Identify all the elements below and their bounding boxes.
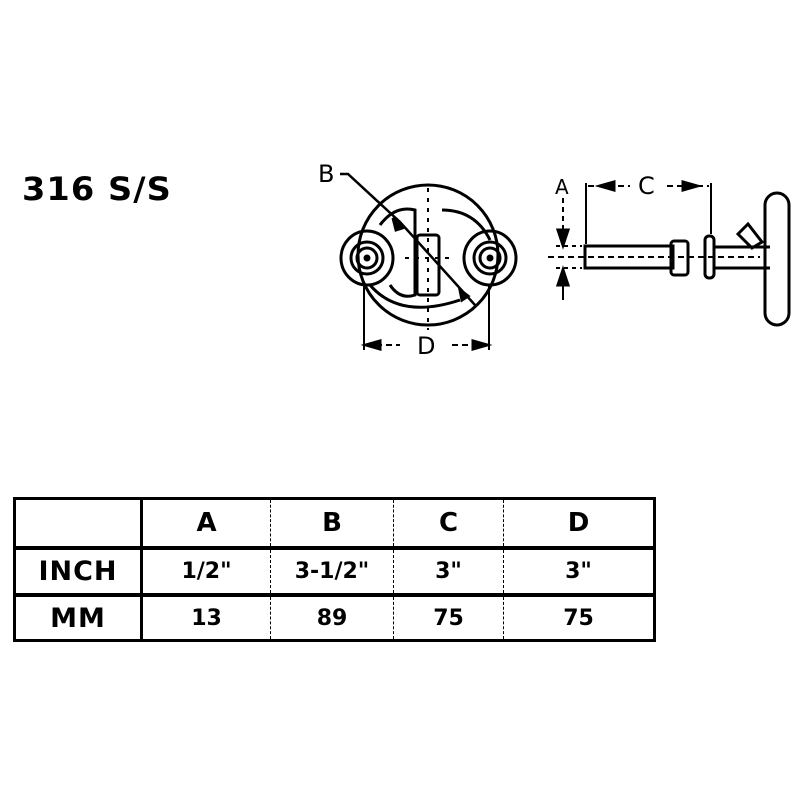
- dimensions-table: A B C D INCH 1/2" 3-1/2" 3" 3" MM 13 89 …: [13, 497, 656, 642]
- cell-mm-b: 89: [271, 597, 394, 639]
- header-cell-a: A: [143, 500, 271, 546]
- cell-mm-a: 13: [143, 597, 271, 639]
- material-title: 316 S/S: [22, 170, 172, 208]
- header-cell-c: C: [394, 500, 504, 546]
- dimension-label-a: A: [555, 175, 569, 199]
- side-view: [548, 180, 791, 327]
- cell-inch-a: 1/2": [143, 550, 271, 593]
- table-header-row: A B C D: [16, 500, 653, 550]
- cell-inch-d: 3": [565, 559, 592, 584]
- dimension-label-b: B: [318, 160, 335, 188]
- header-cell-empty: [16, 500, 143, 546]
- header-cell-d: D: [567, 508, 590, 538]
- cell-inch-c: 3": [394, 550, 504, 593]
- front-view: [339, 172, 518, 351]
- dimension-label-d: D: [417, 332, 436, 360]
- row-label-inch: INCH: [16, 550, 143, 593]
- cell-inch-b: 3-1/2": [271, 550, 394, 593]
- cell-mm-c: 75: [394, 597, 504, 639]
- row-label-mm: MM: [16, 597, 143, 639]
- table-row-mm: MM 13 89 75 75: [16, 597, 653, 639]
- header-cell-b: B: [271, 500, 394, 546]
- dimension-label-c: C: [638, 172, 655, 200]
- table-row-inch: INCH 1/2" 3-1/2" 3" 3": [16, 550, 653, 597]
- cell-mm-d: 75: [563, 605, 594, 631]
